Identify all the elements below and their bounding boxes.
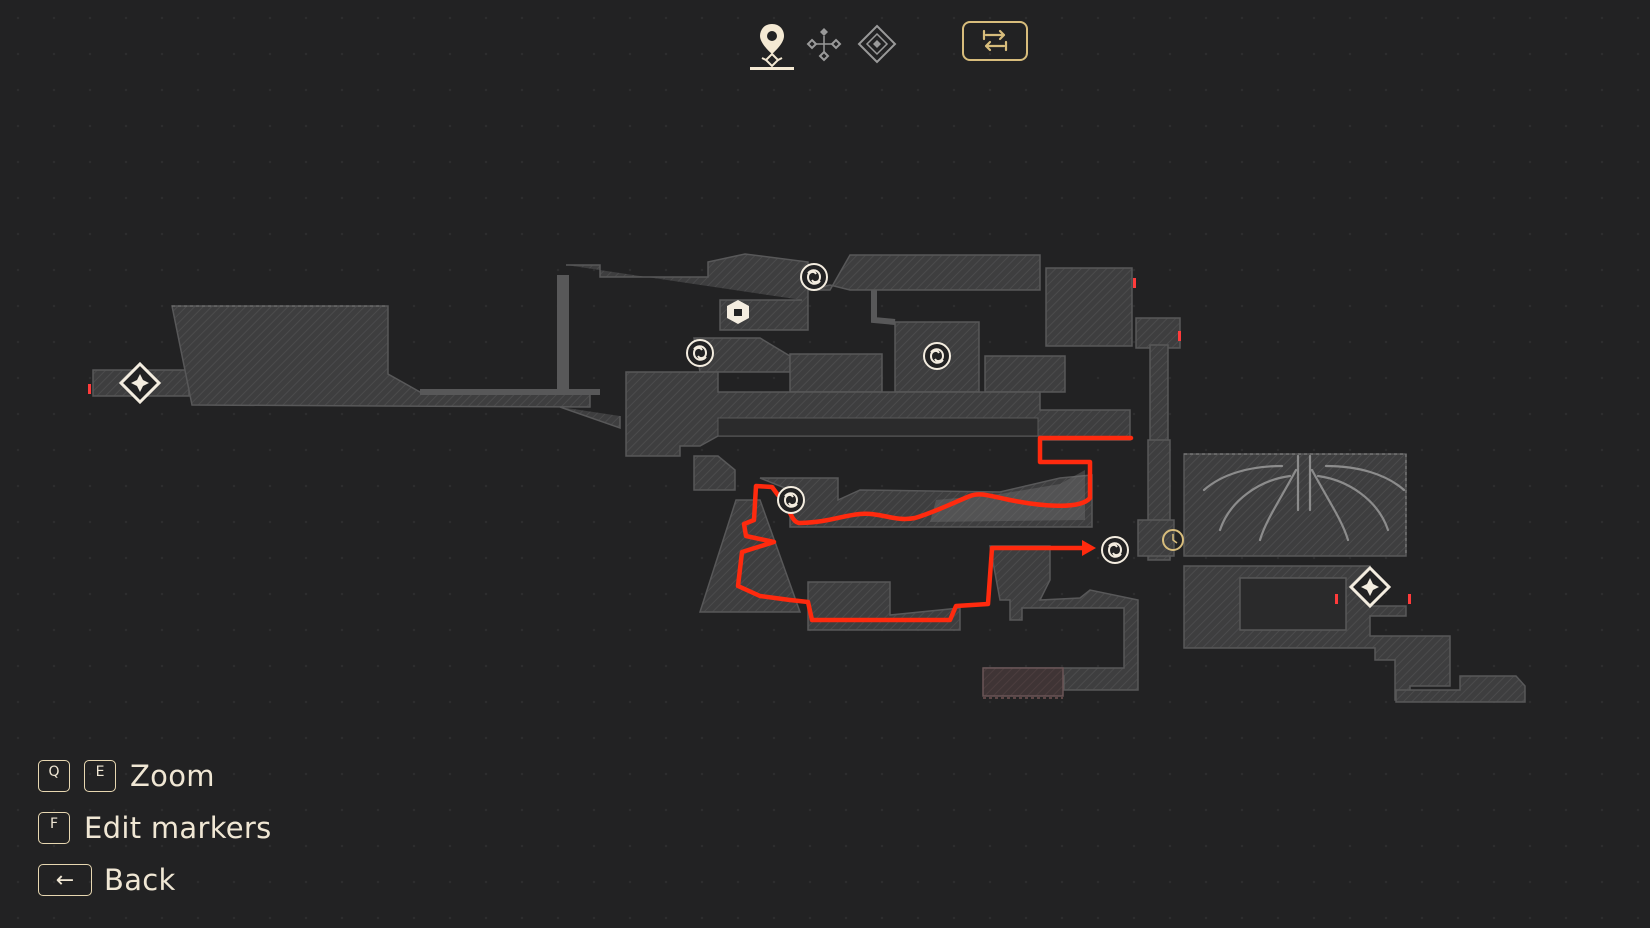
spiral-portal-icon[interactable] bbox=[777, 486, 805, 514]
back-label: Back bbox=[104, 863, 176, 897]
player-location-icon bbox=[1162, 529, 1184, 551]
collectibles-diamond-icon[interactable] bbox=[853, 20, 901, 68]
teleport-anchor-icon[interactable] bbox=[118, 361, 162, 405]
controls-legend: Q E Zoom F Edit markers ← Back bbox=[38, 756, 438, 912]
edit-markers-control: F Edit markers bbox=[38, 808, 438, 848]
hex-chest-icon[interactable] bbox=[727, 300, 749, 324]
map-room-west bbox=[92, 275, 621, 430]
door-markers bbox=[88, 278, 1411, 604]
route-arrow-head bbox=[1082, 540, 1096, 556]
teleport-anchor-icon[interactable] bbox=[1348, 565, 1392, 609]
active-tab-indicator bbox=[750, 67, 794, 70]
spiral-portal-icon[interactable] bbox=[923, 342, 951, 370]
zoom-control: Q E Zoom bbox=[38, 756, 438, 796]
key-e[interactable]: E bbox=[84, 760, 116, 792]
spiral-portal-icon[interactable] bbox=[800, 263, 828, 291]
location-pin-icon[interactable] bbox=[748, 20, 796, 70]
map-room-central bbox=[625, 371, 1131, 528]
waypoints-icon[interactable] bbox=[800, 20, 848, 68]
spiral-portal-icon[interactable] bbox=[1101, 536, 1129, 564]
back-arrow-key[interactable]: ← bbox=[38, 864, 92, 896]
key-q[interactable]: Q bbox=[38, 760, 70, 792]
swap-floor-button[interactable] bbox=[962, 21, 1028, 61]
back-control: ← Back bbox=[38, 860, 438, 900]
key-f[interactable]: F bbox=[38, 812, 70, 844]
edit-markers-label: Edit markers bbox=[84, 811, 272, 845]
map-tab-bar bbox=[0, 18, 1650, 78]
route-path bbox=[735, 435, 1134, 623]
zoom-label: Zoom bbox=[130, 759, 215, 793]
spiral-portal-icon[interactable] bbox=[686, 339, 714, 367]
map-room-east bbox=[1137, 453, 1526, 703]
